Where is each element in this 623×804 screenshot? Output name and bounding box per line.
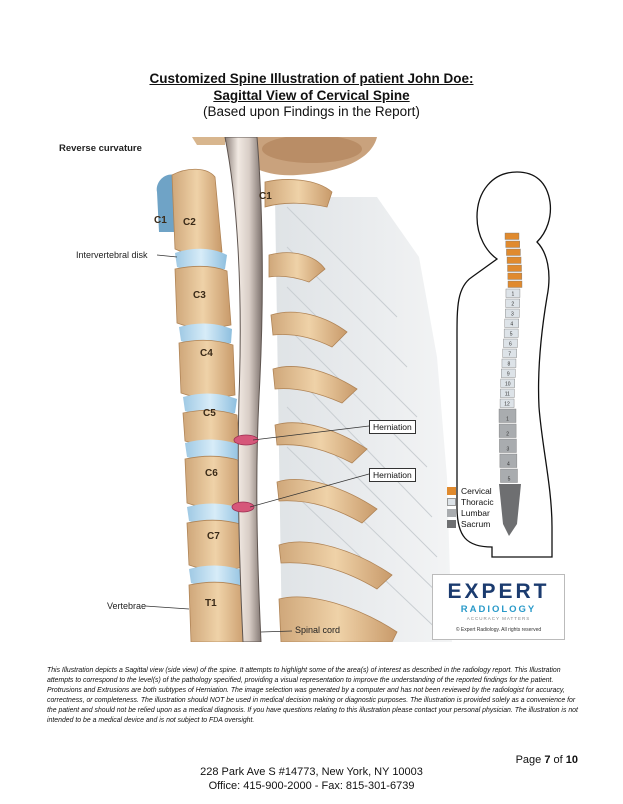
mini-vertebra-number: 3: [507, 447, 510, 453]
level-c2: C2: [183, 217, 196, 228]
mini-vertebra: [500, 468, 518, 483]
mini-sacrum: [499, 484, 521, 536]
logo-tagline: ACCURACY MATTERS: [466, 616, 531, 621]
expert-radiology-logo: EXPERT RADIOLOGY ACCURACY MATTERS © Expe…: [432, 574, 565, 640]
legend-swatch: [447, 486, 456, 495]
legend-swatch: [447, 508, 456, 517]
level-t1: T1: [205, 598, 217, 609]
mini-vertebra: [500, 388, 515, 398]
title-line-3: (Based upon Findings in the Report): [203, 104, 420, 119]
mini-vertebra-number: 2: [511, 302, 514, 308]
mini-vertebra: [498, 423, 517, 438]
mini-vertebra: [504, 232, 520, 240]
mini-vertebra-number: 5: [508, 477, 511, 483]
mini-vertebra: [506, 248, 521, 256]
mini-vertebra: [498, 408, 517, 423]
legend-lumbar: Lumbar: [447, 507, 494, 518]
ligament-fan: [275, 197, 452, 642]
posterior-elements: [264, 179, 398, 643]
mini-vertebra-number: 9: [507, 372, 510, 378]
mini-vertebra-number: 1: [506, 417, 509, 423]
mini-vertebra: [507, 264, 522, 272]
mini-vertebra-number: 11: [505, 392, 510, 398]
mini-vertebra-number: 7: [508, 352, 511, 358]
herniation-1: [233, 434, 259, 446]
intervertebral-disk-label: Intervertebral disk: [76, 250, 148, 260]
logo-copyright: © Expert Radiology. All rights reserved: [455, 627, 542, 633]
mini-vertebra: [507, 272, 523, 280]
spinal-cord-label: Spinal cord: [295, 625, 341, 635]
logo-brand: EXPERT: [447, 580, 550, 603]
legend-thoracic: Thoracic: [447, 496, 494, 507]
mini-vertebra-number: 1: [512, 292, 515, 298]
spine-legend: Cervical Thoracic Lumbar Sacrum: [447, 485, 494, 529]
mini-vertebra: [503, 338, 518, 348]
level-c5: C5: [203, 408, 216, 419]
page-number: Page 7 of 10: [515, 754, 578, 766]
mini-vertebra-number: 6: [509, 342, 512, 348]
mini-vertebra: [500, 378, 515, 388]
mini-vertebra: [503, 328, 519, 338]
level-c4: C4: [200, 348, 213, 359]
level-c7: C7: [207, 531, 220, 542]
reverse-curvature-heading: Reverse curvature: [59, 143, 142, 154]
footer-address: 228 Park Ave S #14773, New York, NY 1000…: [200, 766, 423, 778]
level-c3: C3: [193, 290, 206, 301]
mini-vertebra: [501, 358, 517, 368]
level-c1-posterior: C1: [259, 191, 272, 202]
mini-vertebra: [501, 368, 516, 378]
herniation-callout-2: Herniation: [369, 468, 416, 482]
mini-vertebra-number: 10: [505, 382, 511, 388]
mini-vertebra-number: 3: [511, 312, 514, 318]
legend-swatch: [447, 497, 456, 506]
legend-cervical: Cervical: [447, 485, 494, 496]
mini-vertebra-number: 2: [506, 432, 509, 438]
logo-subtitle: RADIOLOGY: [460, 604, 537, 615]
mini-vertebra: [499, 438, 517, 453]
mini-vertebra: [502, 348, 517, 358]
mini-vertebra-number: 8: [508, 362, 511, 368]
mini-vertebra: [506, 256, 522, 264]
mini-vertebra-number: 5: [510, 332, 513, 338]
vertebrae-label: Vertebrae: [107, 601, 147, 611]
legend-swatch: [447, 519, 456, 528]
mini-vertebra: [505, 298, 520, 308]
mini-vertebra-number: 4: [507, 462, 510, 468]
mini-vertebra-number: 12: [504, 402, 510, 408]
mini-vertebra: [505, 308, 520, 318]
vertebral-bodies: [156, 168, 248, 643]
mini-vertebra: [507, 280, 523, 288]
herniation-callout-1: Herniation: [369, 420, 416, 434]
mini-vertebra: [504, 318, 519, 328]
mini-vertebra-number: 4: [510, 322, 513, 328]
mini-vertebra: [505, 288, 521, 298]
mini-vertebra: [499, 398, 515, 408]
level-c6: C6: [205, 468, 218, 479]
title-line-2: Sagittal View of Cervical Spine: [213, 88, 410, 103]
herniation-2: [231, 501, 255, 513]
footer-contact: Office: 415-900-2000 - Fax: 815-301-6739: [208, 780, 415, 792]
mini-vertebra: [505, 240, 520, 248]
title-line-1: Customized Spine Illustration of patient…: [149, 71, 474, 86]
level-c1-anterior: C1: [154, 215, 167, 226]
legend-sacrum: Sacrum: [447, 518, 494, 529]
disclaimer-text: This Illustration depicts a Sagittal vie…: [47, 667, 578, 724]
mini-vertebra: [499, 453, 518, 468]
